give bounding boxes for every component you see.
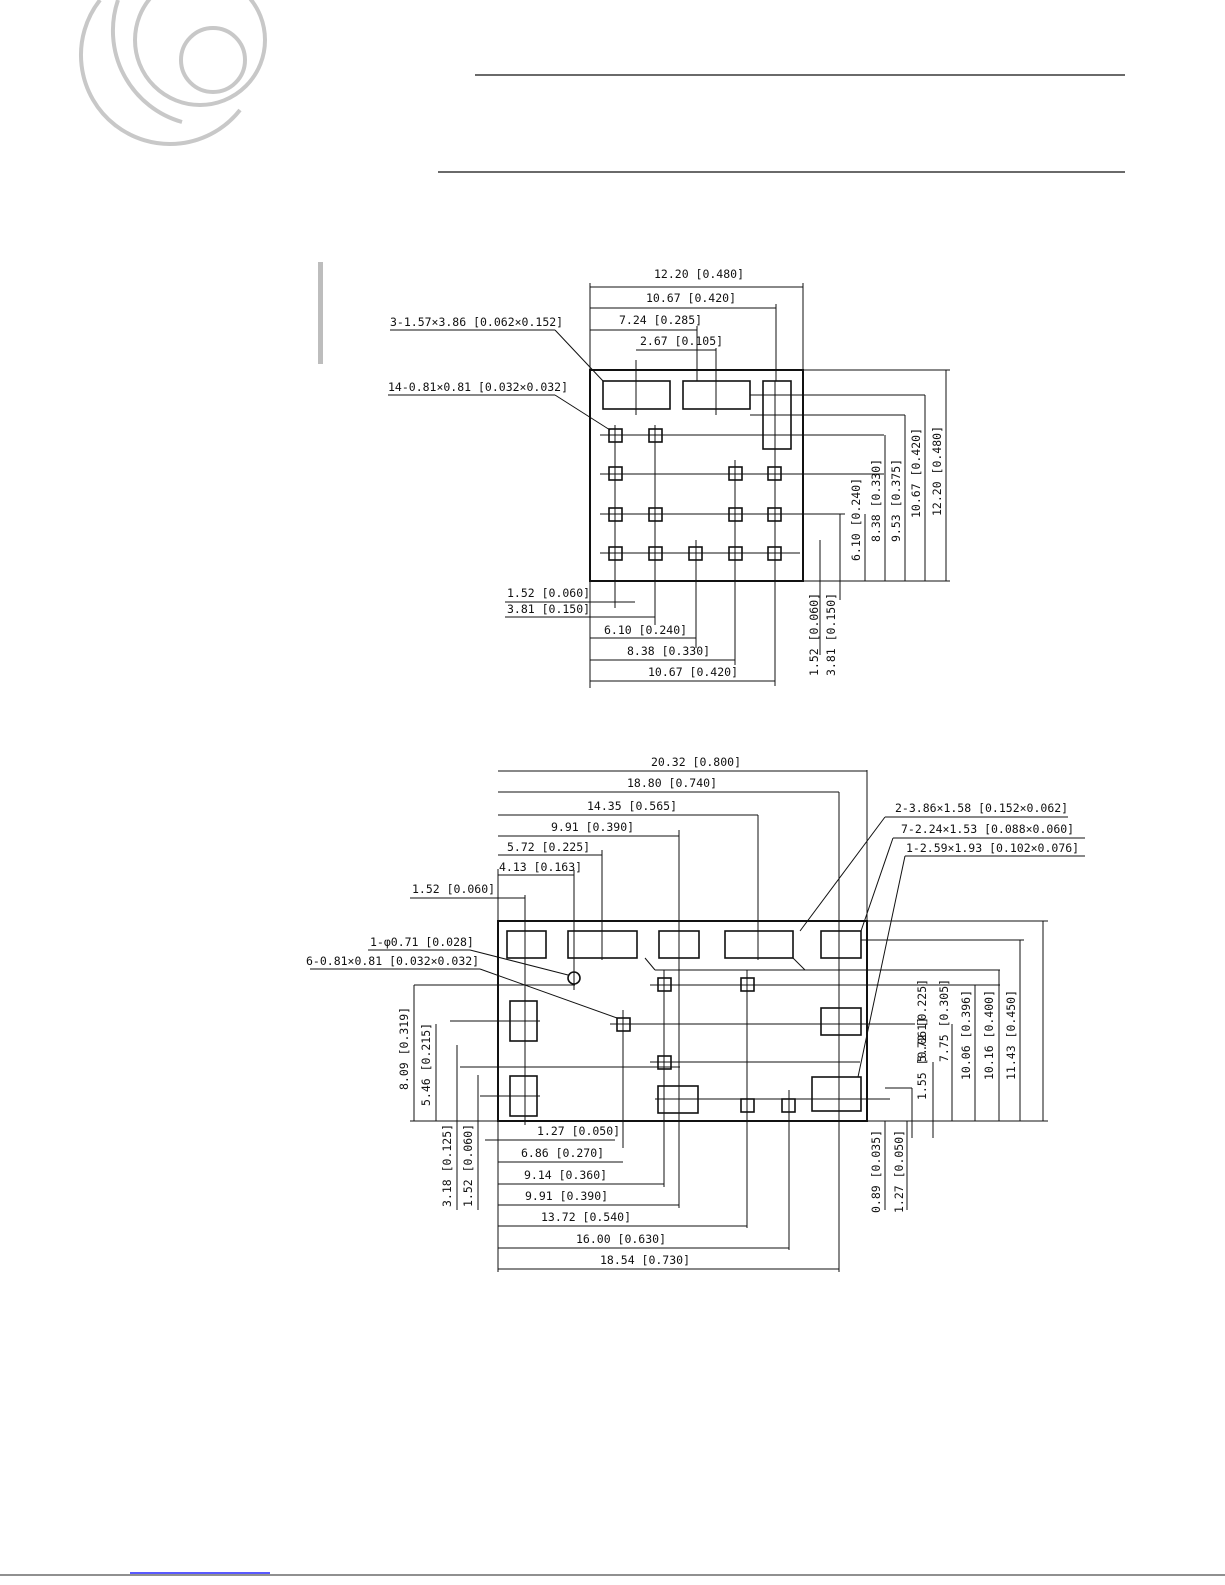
dim-label-vertical: 1.52 [0.060]	[461, 1124, 475, 1207]
callout-label: 14-0.81×0.81 [0.032×0.032]	[388, 380, 568, 394]
dim-label: 16.00 [0.630]	[576, 1232, 666, 1246]
dim-label: 1.27 [0.050]	[537, 1124, 620, 1138]
dim-label: 12.20 [0.480]	[654, 267, 744, 281]
bottom-footprint-drawing: 20.32 [0.800] 18.80 [0.740] 14.35 [0.565…	[306, 755, 1085, 1272]
dim-label: 3.81 [0.150]	[507, 602, 590, 616]
dim-label-vertical: 8.38 [0.330]	[869, 459, 883, 542]
dim-label: 1.52 [0.060]	[507, 586, 590, 600]
dim-label: 14.35 [0.565]	[587, 799, 677, 813]
callout-label: 1-φ0.71 [0.028]	[370, 935, 474, 949]
dim-label: 1.52 [0.060]	[412, 882, 495, 896]
dim-label-vertical: 8.09 [0.319]	[397, 1007, 411, 1090]
side-accent-bar	[318, 262, 323, 364]
dim-label: 6.10 [0.240]	[604, 623, 687, 637]
dim-label: 9.91 [0.390]	[551, 820, 634, 834]
dim-label-vertical: 10.06 [0.396]	[959, 990, 973, 1080]
dim-label: 20.32 [0.800]	[651, 755, 741, 769]
dim-label: 10.67 [0.420]	[646, 291, 736, 305]
dim-label-vertical: 3.81 [0.150]	[824, 593, 838, 676]
dim-label: 9.91 [0.390]	[525, 1189, 608, 1203]
dim-label-vertical: 5.46 [0.215]	[419, 1023, 433, 1106]
dim-label-vertical: 10.67 [0.420]	[909, 428, 923, 518]
dim-label-vertical: 5.72 [0.225]	[915, 979, 929, 1062]
dim-label-vertical: 11.43 [0.450]	[1004, 990, 1018, 1080]
dim-label: 6.86 [0.270]	[521, 1146, 604, 1160]
dim-label: 5.72 [0.225]	[507, 840, 590, 854]
dim-label-vertical: 7.75 [0.305]	[937, 979, 951, 1062]
callout-label: 1-2.59×1.93 [0.102×0.076]	[906, 841, 1079, 855]
dim-label-vertical: 1.52 [0.060]	[807, 593, 821, 676]
dim-label: 7.24 [0.285]	[619, 313, 702, 327]
dim-label-vertical: 6.10 [0.240]	[849, 478, 863, 561]
dim-label: 4.13 [0.163]	[499, 860, 582, 874]
dim-label: 18.54 [0.730]	[600, 1253, 690, 1267]
dim-label: 18.80 [0.740]	[627, 776, 717, 790]
dim-label-vertical: 1.27 [0.050]	[892, 1130, 906, 1213]
dim-label: 13.72 [0.540]	[541, 1210, 631, 1224]
dim-label-vertical: 9.53 [0.375]	[889, 459, 903, 542]
dim-label-vertical: 0.89 [0.035]	[869, 1130, 883, 1213]
callout-label: 3-1.57×3.86 [0.062×0.152]	[390, 315, 563, 329]
dim-label-vertical: 10.16 [0.400]	[982, 990, 996, 1080]
callout-label: 7-2.24×1.53 [0.088×0.060]	[901, 822, 1074, 836]
callout-label: 6-0.81×0.81 [0.032×0.032]	[306, 954, 479, 968]
dim-label: 9.14 [0.360]	[524, 1168, 607, 1182]
dim-label: 10.67 [0.420]	[648, 665, 738, 679]
concentric-circles-logo-icon	[79, 0, 267, 146]
dim-label: 8.38 [0.330]	[627, 644, 710, 658]
dim-label-vertical: 12.20 [0.480]	[930, 426, 944, 516]
callout-label: 2-3.86×1.58 [0.152×0.062]	[895, 801, 1068, 815]
dim-label: 2.67 [0.105]	[640, 334, 723, 348]
dim-label-vertical: 1.55 [0.061]	[915, 1017, 929, 1100]
top-footprint-drawing: 12.20 [0.480] 10.67 [0.420] 7.24 [0.285]…	[388, 267, 950, 688]
top-small-pads	[608, 428, 782, 561]
dim-label-vertical: 3.18 [0.125]	[440, 1124, 454, 1207]
